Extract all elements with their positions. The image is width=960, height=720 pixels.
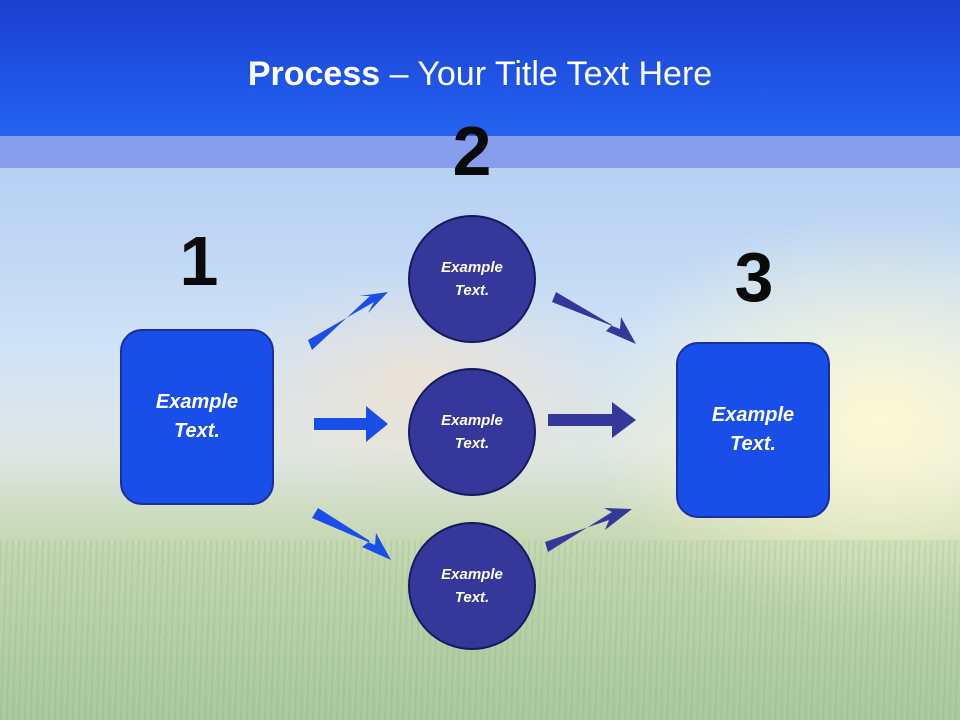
title-bar [0,0,960,136]
arrow-left-to-top[interactable] [308,292,388,350]
left-box-text: Example Text. [155,391,239,442]
circle-bottom[interactable]: Example Text. [408,522,536,650]
circle-middle-text: Example Text. [441,412,503,452]
arrow-top-to-right[interactable] [552,292,636,344]
arrow-left-to-middle[interactable] [314,406,388,442]
arrow-left-to-bottom[interactable] [312,508,391,560]
step-number-3[interactable]: 3 [734,238,774,316]
step-number-2[interactable]: 2 [452,112,492,190]
step-number-1[interactable]: 1 [179,222,219,300]
circle-bottom-text: Example Text. [441,566,503,606]
slide-title[interactable]: Process – Your Title Text Here [0,52,960,96]
right-box-text: Example Text. [711,404,795,455]
slide-title-rest: – Your Title Text Here [380,55,713,93]
slide-title-bold: Process [247,55,381,93]
circle-top[interactable]: Example Text. [408,215,536,343]
circle-top-text: Example Text. [441,259,503,299]
arrow-bottom-to-right[interactable] [545,508,632,552]
circle-middle[interactable]: Example Text. [408,368,536,496]
left-box[interactable]: Example Text. [120,329,274,505]
title-bar-band [0,136,960,168]
arrow-middle-to-right[interactable] [548,402,636,438]
right-box[interactable]: Example Text. [676,342,830,518]
